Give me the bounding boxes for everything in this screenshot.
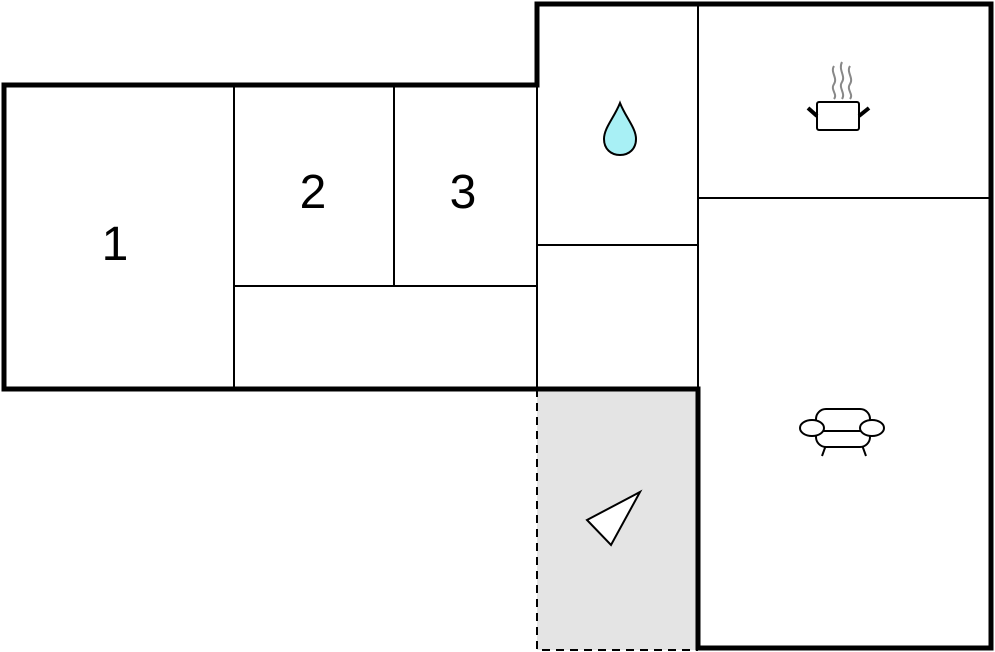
steam-icon — [831, 61, 853, 100]
cooking-pot-icon — [806, 61, 871, 131]
water-drop-icon — [602, 100, 638, 157]
room-2-label: 2 — [300, 166, 327, 219]
armchair-icon — [799, 408, 885, 457]
sun-lounger-icon — [585, 489, 643, 547]
room-3-label: 3 — [450, 166, 477, 219]
room-1-label: 1 — [102, 218, 129, 271]
interior-walls — [233, 4, 991, 389]
